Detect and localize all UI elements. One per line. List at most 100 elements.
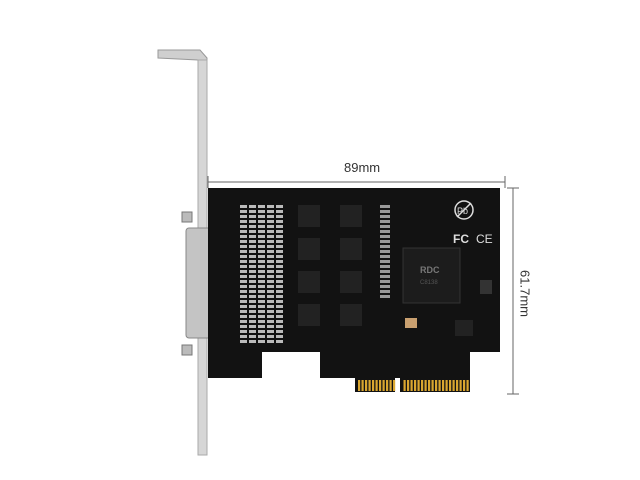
resistor [240, 265, 247, 268]
resistor [258, 275, 265, 278]
resistor [249, 265, 256, 268]
gold-finger [407, 380, 410, 391]
resistor [276, 285, 283, 288]
resistor [267, 245, 274, 248]
resistor [258, 270, 265, 273]
resistor [276, 230, 283, 233]
resistor [267, 285, 274, 288]
resistor [267, 205, 274, 208]
resistor [267, 215, 274, 218]
resistor [276, 295, 283, 298]
gold-finger [393, 380, 396, 391]
gold-finger [438, 380, 441, 391]
gold-finger [421, 380, 424, 391]
resistor [380, 290, 390, 293]
resistor [240, 325, 247, 328]
transceiver-chip [340, 238, 362, 260]
resistor [380, 275, 390, 278]
resistor [258, 320, 265, 323]
resistor [267, 310, 274, 313]
resistor [240, 310, 247, 313]
gold-finger [358, 380, 361, 391]
resistor [240, 215, 247, 218]
chip-brand: RDC [420, 265, 440, 275]
resistor [258, 330, 265, 333]
resistor [249, 335, 256, 338]
resistor [380, 225, 390, 228]
resistor [249, 285, 256, 288]
gold-finger [456, 380, 459, 391]
resistor [267, 320, 274, 323]
resistor [276, 320, 283, 323]
resistor [267, 260, 274, 263]
resistor [276, 335, 283, 338]
resistor [249, 270, 256, 273]
resistor [276, 265, 283, 268]
resistor [276, 275, 283, 278]
transceiver-chip [298, 304, 320, 326]
resistor [267, 235, 274, 238]
resistor [267, 250, 274, 253]
resistor [240, 205, 247, 208]
resistor [276, 215, 283, 218]
resistor [258, 220, 265, 223]
resistor [380, 260, 390, 263]
resistor [276, 255, 283, 258]
mosfet [480, 280, 492, 294]
resistor [380, 295, 390, 298]
resistor [380, 245, 390, 248]
resistor [240, 235, 247, 238]
gold-finger [379, 380, 382, 391]
resistor [267, 225, 274, 228]
resistor [276, 315, 283, 318]
height-dimension-line [507, 187, 519, 395]
resistor [249, 315, 256, 318]
resistor [249, 330, 256, 333]
resistor [258, 245, 265, 248]
resistor [380, 250, 390, 253]
resistor [276, 305, 283, 308]
resistor [258, 315, 265, 318]
resistor [258, 240, 265, 243]
ce-mark: CE [476, 232, 493, 246]
resistor [258, 205, 265, 208]
transceiver-chip [298, 271, 320, 293]
resistor [240, 280, 247, 283]
resistor [267, 325, 274, 328]
gold-finger [361, 380, 364, 391]
gold-finger [463, 380, 466, 391]
resistor [380, 230, 390, 233]
gold-finger [431, 380, 434, 391]
gold-finger [414, 380, 417, 391]
resistor [240, 240, 247, 243]
resistor [249, 300, 256, 303]
resistor [240, 225, 247, 228]
gold-finger [424, 380, 427, 391]
resistor [258, 260, 265, 263]
resistor [380, 255, 390, 258]
width-dimension-line [207, 176, 506, 188]
resistor [267, 305, 274, 308]
resistor [267, 280, 274, 283]
resistor [258, 280, 265, 283]
resistor [267, 340, 274, 343]
gold-finger [445, 380, 448, 391]
resistor [240, 255, 247, 258]
resistor [276, 225, 283, 228]
resistor [267, 270, 274, 273]
components [240, 205, 492, 343]
resistor [249, 275, 256, 278]
resistor [258, 215, 265, 218]
resistor [240, 260, 247, 263]
resistor [276, 340, 283, 343]
gold-finger [365, 380, 368, 391]
resistor [240, 290, 247, 293]
chip-model: C8138 [420, 280, 438, 286]
gold-finger [428, 380, 431, 391]
gold-finger [449, 380, 452, 391]
resistor [380, 280, 390, 283]
resistor [249, 230, 256, 233]
resistor [258, 325, 265, 328]
gold-finger [386, 380, 389, 391]
resistor [267, 295, 274, 298]
